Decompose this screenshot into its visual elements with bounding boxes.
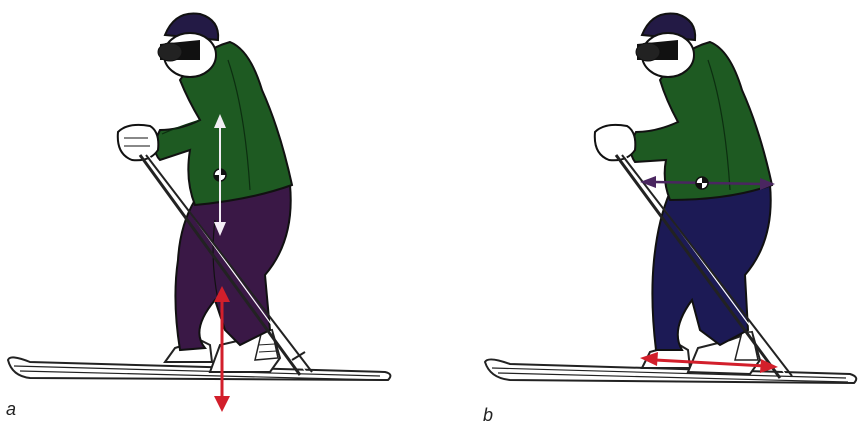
glove [118,125,159,160]
center-of-mass-marker [696,177,708,189]
head [636,13,695,77]
panel-a: a [0,0,430,427]
skier-illustration-a [0,0,430,427]
head [158,13,218,77]
panel-label-a: a [6,399,16,420]
panel-label-b: b [483,405,493,426]
skier-illustration-b [430,0,860,427]
glove [595,125,636,160]
panel-b: b [430,0,860,427]
